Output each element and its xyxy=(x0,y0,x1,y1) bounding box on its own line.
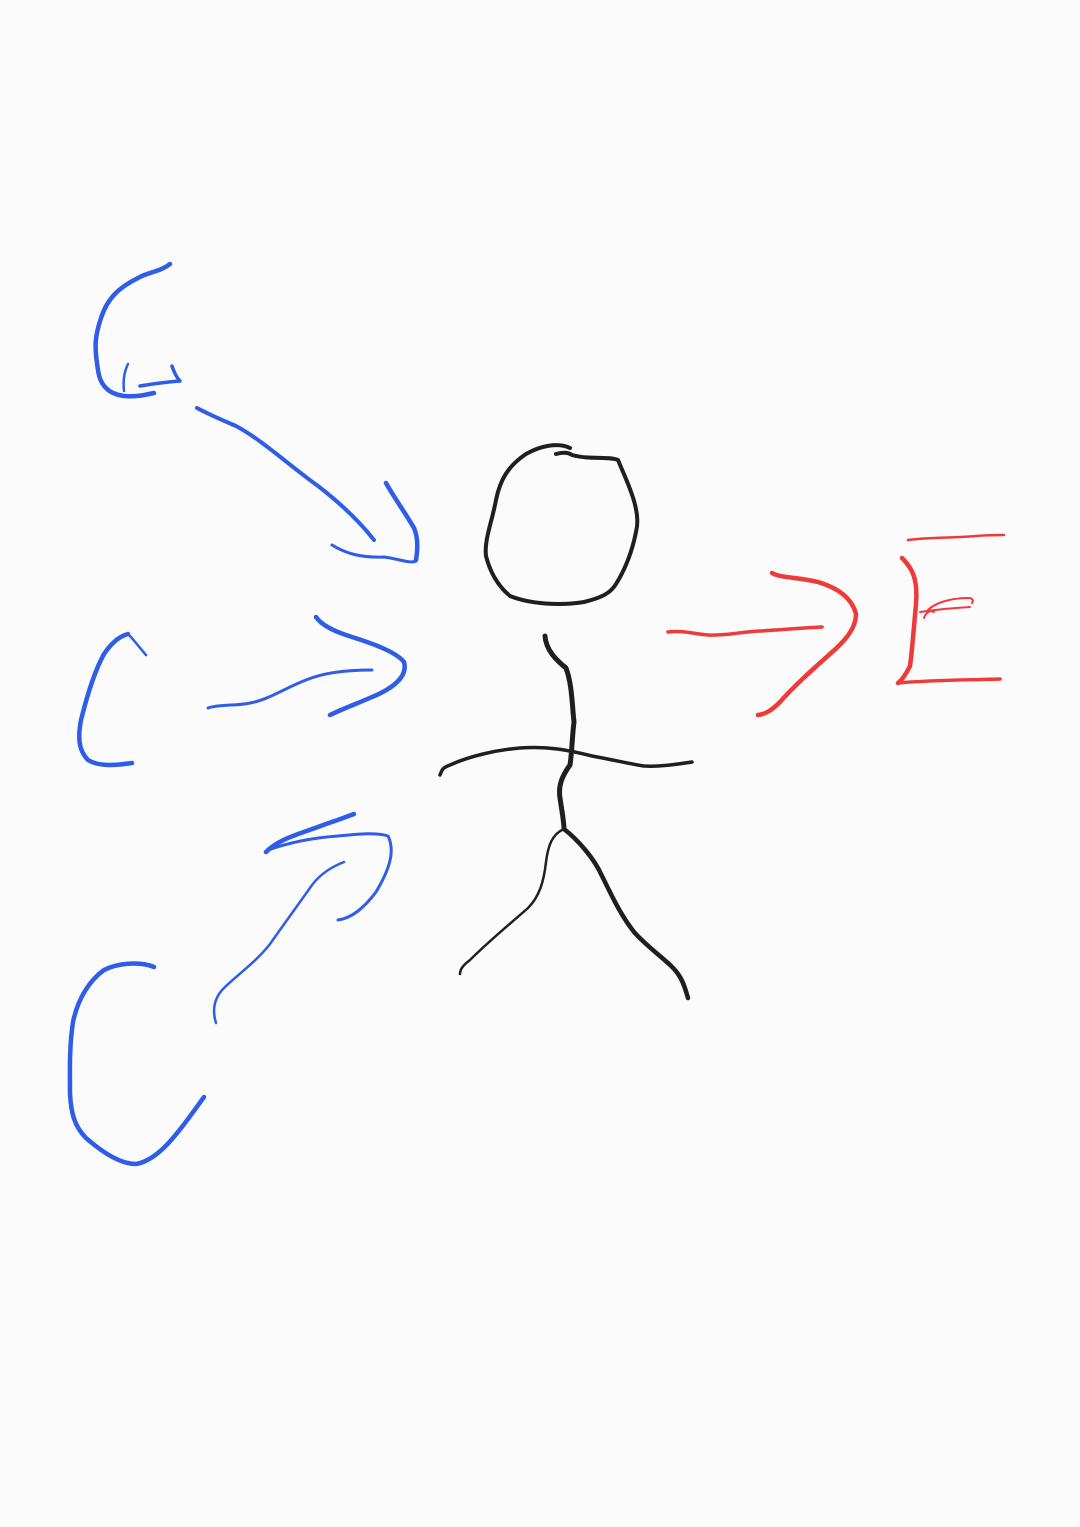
arrow-c-middle-to-figure xyxy=(206,614,407,718)
figure-arms xyxy=(438,745,694,777)
arrow-c-bottom-to-figure xyxy=(212,811,393,1025)
arrow-figure-to-e xyxy=(666,570,859,718)
input-letter-c-bottom xyxy=(67,961,207,1167)
figure-body xyxy=(542,633,577,832)
input-letter-g xyxy=(93,261,182,399)
figure-right-leg xyxy=(561,826,691,1001)
output-letter-e xyxy=(895,533,1006,686)
input-letter-c-middle xyxy=(77,631,148,768)
stick-figure xyxy=(438,443,694,1001)
arrow-g-to-figure xyxy=(195,406,420,564)
figure-left-leg xyxy=(458,827,566,976)
figure-head xyxy=(483,443,640,606)
